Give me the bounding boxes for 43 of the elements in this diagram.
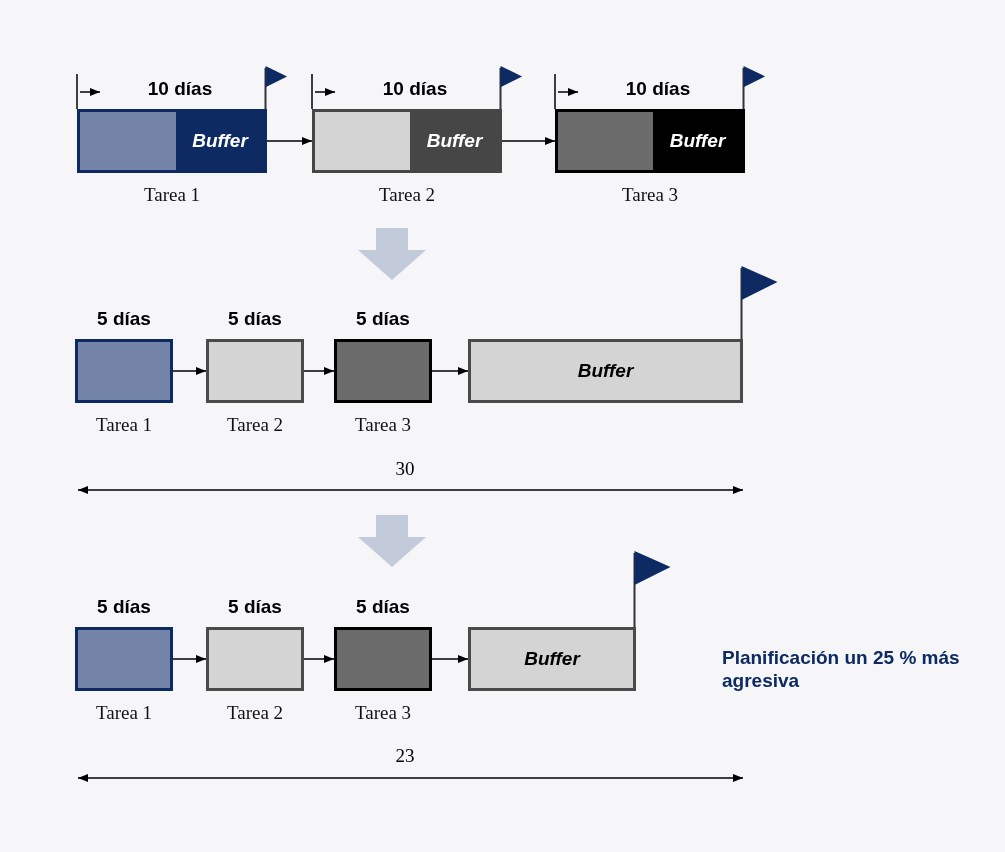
- buffer-segment: Buffer: [653, 112, 742, 170]
- task-box: [75, 627, 173, 691]
- task-label: Tarea 1: [143, 184, 201, 206]
- arrow: [501, 137, 556, 145]
- duration-label: 5 días: [356, 596, 410, 618]
- task-label: Tarea 2: [378, 184, 436, 206]
- dimension-value: 30: [395, 458, 415, 480]
- task-label: Tarea 2: [226, 414, 284, 436]
- task-box: [206, 339, 304, 403]
- arrow: [266, 137, 313, 145]
- task-box: [334, 339, 432, 403]
- duration-label: 5 días: [356, 308, 410, 330]
- arrow: [431, 655, 469, 663]
- arrow: [431, 367, 469, 375]
- buffer-segment: Buffer: [410, 112, 499, 170]
- duration-label: 5 días: [228, 596, 282, 618]
- task-label: Tarea 3: [354, 414, 412, 436]
- task-bar: [555, 109, 745, 173]
- duration-label: 5 días: [228, 308, 282, 330]
- buffer-box: Buffer: [468, 627, 636, 691]
- task-bar: [77, 109, 267, 173]
- buffer-segment: Buffer: [176, 112, 264, 170]
- task-label: Tarea 3: [354, 702, 412, 724]
- buffer-box: Buffer: [468, 339, 743, 403]
- duration-label: 10 días: [625, 78, 691, 100]
- arrow: [303, 367, 335, 375]
- task-label: Tarea 3: [621, 184, 679, 206]
- duration-label: 10 días: [382, 78, 448, 100]
- task-box: [206, 627, 304, 691]
- duration-label: 10 días: [147, 78, 213, 100]
- duration-label: 5 días: [97, 596, 151, 618]
- task-box: [75, 339, 173, 403]
- arrow: [172, 655, 207, 663]
- task-label: Tarea 2: [226, 702, 284, 724]
- task-box: [334, 627, 432, 691]
- duration-label: 5 días: [97, 308, 151, 330]
- task-bar: [312, 109, 502, 173]
- task-label: Tarea 1: [95, 702, 153, 724]
- arrow: [172, 367, 207, 375]
- task-label: Tarea 1: [95, 414, 153, 436]
- arrow: [303, 655, 335, 663]
- dimension-value: 23: [395, 745, 415, 767]
- note-text: Planificación un 25 % más agresiva: [722, 646, 961, 692]
